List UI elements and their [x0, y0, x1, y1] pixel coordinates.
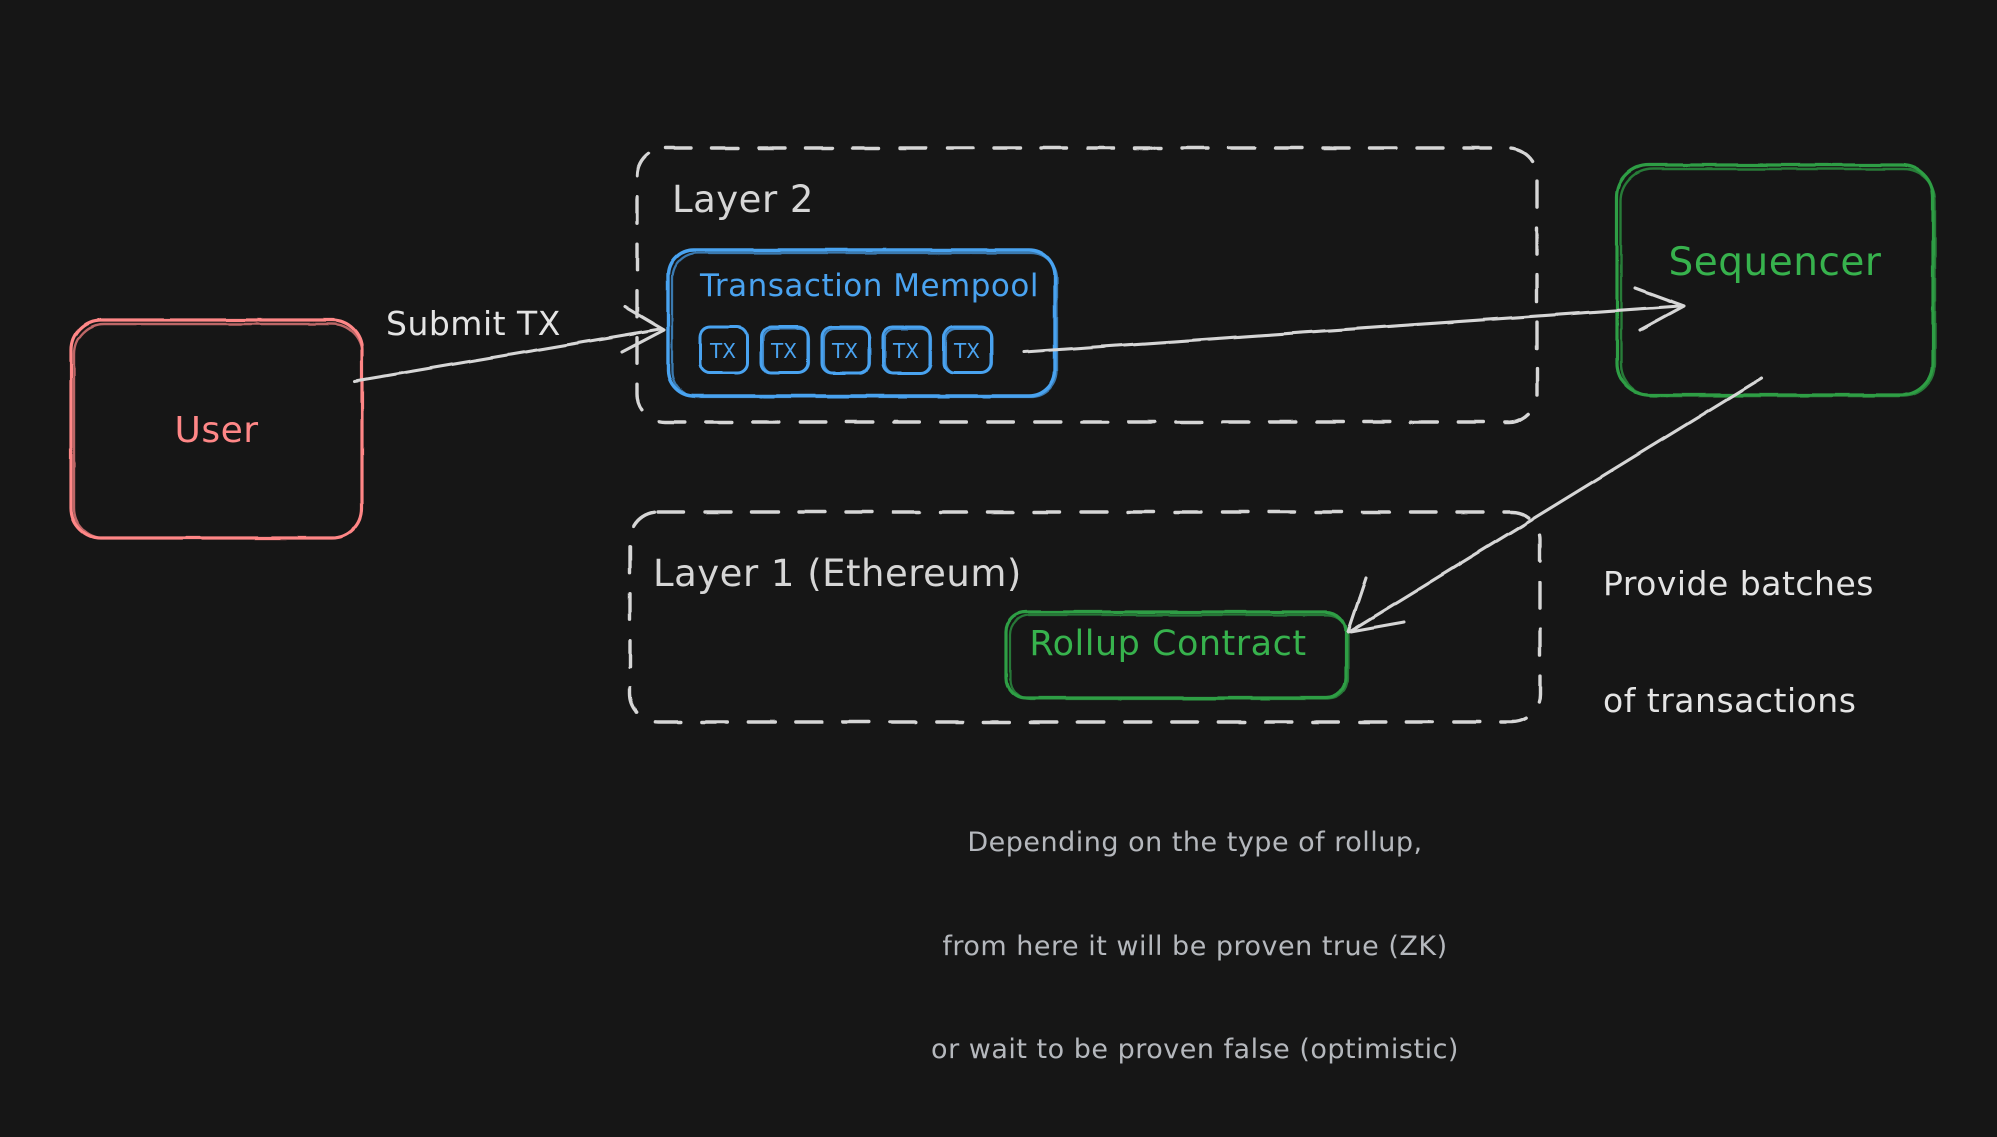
diagram-canvas: Layer 2 Layer 1 (Ethereum) Transaction M… — [69, 146, 1937, 1066]
arrow-user-to-mempool — [353, 305, 666, 383]
rollup-contract-node-shape[interactable] — [1004, 610, 1350, 701]
user-node-shape[interactable] — [69, 318, 364, 540]
caption-line-3: or wait to be proven false (optimistic) — [931, 1034, 1459, 1066]
sequencer-node-shape[interactable] — [1615, 163, 1937, 398]
arrow-mempool-to-sequencer — [1022, 286, 1686, 354]
layer1-container — [628, 510, 1542, 724]
diagram-sketch-layer — [69, 146, 1937, 724]
arrow-sequencer-to-rollup — [1346, 376, 1764, 634]
tx-chips — [698, 325, 994, 375]
layer2-container — [635, 146, 1539, 424]
mempool-node-shape[interactable] — [666, 248, 1059, 399]
